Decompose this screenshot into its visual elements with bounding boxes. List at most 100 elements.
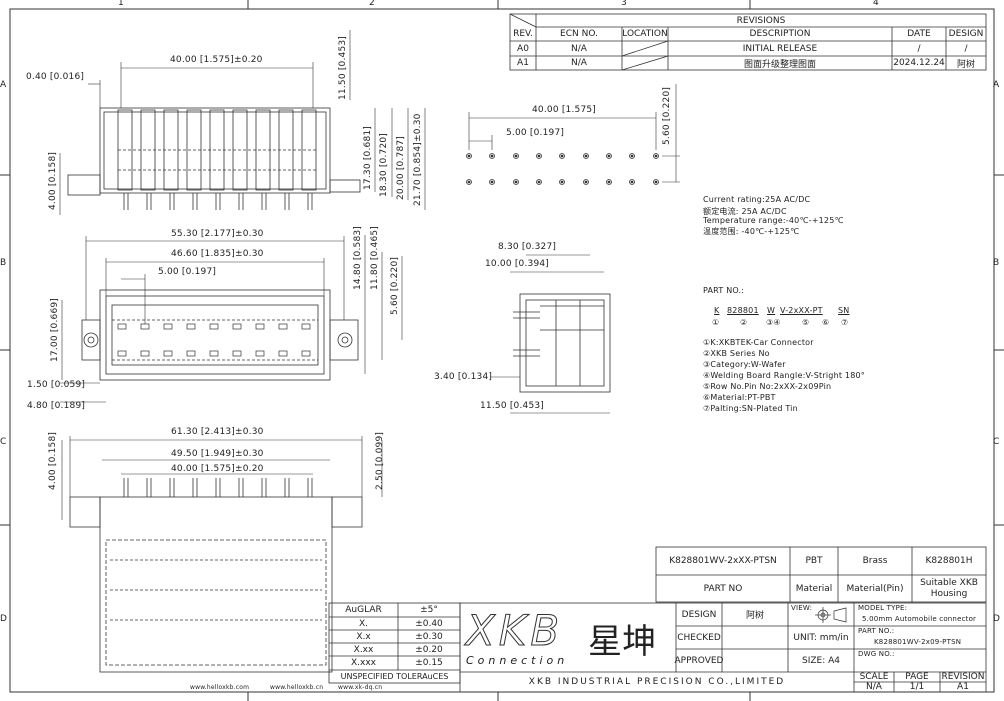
dim-label: 61.30 [2.413]±0.30 xyxy=(171,427,264,437)
row-marker: A xyxy=(0,80,7,90)
bottom-view xyxy=(69,478,363,673)
model-label: MODEL TYPE: xyxy=(858,604,908,612)
dim-label: 18.30 [0.720] xyxy=(379,132,389,197)
row-marker: B xyxy=(993,258,1000,268)
rev-header: DESIGN xyxy=(948,29,984,39)
size-label: SIZE: A4 xyxy=(802,655,840,666)
rev-header: DESCRIPTION xyxy=(749,29,811,39)
dim-label: 5.60 [0.220] xyxy=(662,86,672,145)
part-code: V-2xXX-PT xyxy=(780,306,823,315)
part-code: W xyxy=(767,306,776,315)
view-label: VIEW: xyxy=(791,604,813,612)
material-value: PBT xyxy=(805,556,823,566)
logo-subtitle: Connection xyxy=(466,654,569,667)
footer-link[interactable]: www.helloxkb.cn xyxy=(270,684,324,691)
dim-label: 17.00 [0.669] xyxy=(50,297,60,362)
dim-label: 1.50 [0.059] xyxy=(27,380,86,390)
dim-label: 21.70 [0.854]±0.30 xyxy=(413,113,423,206)
legend-line: ⑥Material:PT-PBT xyxy=(703,393,776,402)
dim-label: 4.00 [0.158] xyxy=(48,431,58,490)
tol-val: ±0.20 xyxy=(415,644,443,655)
legend-line: ④Welding Board Rangle:V-Stright 180° xyxy=(703,371,865,380)
rev-cell: / xyxy=(964,43,968,54)
rev-cell: N/A xyxy=(571,43,587,54)
tol-val: ±5° xyxy=(420,605,438,615)
dim-label: 5.00 [0.197] xyxy=(506,128,565,138)
dim-label: 11.80 [0.465] xyxy=(370,225,380,290)
material-header: Material xyxy=(795,583,833,594)
company-name: XKB INDUSTRIAL PRECISION CO.,LIMITED xyxy=(528,677,786,687)
part-circle: ⑥ xyxy=(822,318,830,327)
part-code: 828801 xyxy=(727,306,759,315)
dim-label: 14.80 [0.583] xyxy=(353,225,363,290)
spec-line: Temperature range:-40℃-+125℃ xyxy=(703,216,844,225)
page-label: PAGE xyxy=(905,672,929,682)
pin-material-value: Brass xyxy=(862,556,888,566)
unit-label: UNIT: mm/in xyxy=(793,632,849,643)
row-marker: C xyxy=(0,437,7,447)
part-circle: ③④ xyxy=(766,318,781,327)
row-marker: C xyxy=(993,437,1000,447)
rev-cell: 2024.12.24 xyxy=(893,58,945,68)
spec-line: 额定电流: 25A AC/DC xyxy=(703,207,787,216)
rev-cell: 图面升级整理图面 xyxy=(743,59,816,70)
partno-value: K828801WV-2x09-PTSN xyxy=(874,638,962,646)
legend-line: ②XKB Series No xyxy=(703,349,770,358)
dim-label: 5.00 [0.197] xyxy=(158,267,217,277)
dim-label: 11.50 [0.453] xyxy=(338,35,348,100)
legend-line: ③Category:W-Wafer xyxy=(703,360,786,369)
rev-header: ECN NO. xyxy=(560,29,598,39)
design-label: DESIGN xyxy=(681,609,717,620)
dwg-label: DWG NO.: xyxy=(858,650,895,658)
material-header: Suitable XKB Housing xyxy=(920,577,978,599)
dim-label: 40.00 [1.575]±0.20 xyxy=(170,55,263,65)
page-value: 1/1 xyxy=(909,682,925,692)
tol-val: ±0.40 xyxy=(415,618,443,629)
company-logo: XKB xyxy=(465,606,564,656)
tol-footer: UNSPECIFIED TOLERAuCES xyxy=(340,672,449,681)
revision-label: REVISION xyxy=(941,672,985,682)
projection-symbol xyxy=(815,607,847,623)
dim-label: 5.60 [0.220] xyxy=(390,256,400,315)
revision-value: A1 xyxy=(957,682,969,692)
spec-line: Current rating:25A AC/DC xyxy=(703,195,811,204)
col-marker: 3 xyxy=(621,0,627,8)
legend-line: ⑤Row No.Pin No:2xXX-2x09Pin xyxy=(703,382,832,391)
legend-line: ①K:XKBTEK-Car Connector xyxy=(703,338,814,347)
part-circle: ⑦ xyxy=(841,318,849,327)
row-marker: B xyxy=(0,258,7,268)
dim-label: 20.00 [0.787] xyxy=(396,135,406,200)
rev-header: REV. xyxy=(513,29,533,39)
company-logo-script: 星坤 xyxy=(588,622,657,662)
tol-key: X.x xyxy=(356,631,371,642)
legend-line: ⑦Palting:SN-Plated Tin xyxy=(703,404,798,413)
part-circle: ① xyxy=(712,318,720,327)
dim-label: 17.30 [0.681] xyxy=(363,125,373,190)
tol-key: X.xxx xyxy=(350,658,376,668)
part-circle: ② xyxy=(740,318,748,327)
designer-name: 阿树 xyxy=(745,611,764,621)
rev-cell: A0 xyxy=(517,43,529,54)
rev-cell: / xyxy=(917,43,921,54)
rev-header: DATE xyxy=(907,29,931,39)
row-marker: A xyxy=(993,80,1000,90)
footer-link[interactable]: www.helloxkb.com xyxy=(190,684,250,691)
rev-cell: INITIAL RELEASE xyxy=(742,43,818,54)
rev-cell: 阿树 xyxy=(956,59,975,70)
dim-label: 2.50 [0.099] xyxy=(375,431,385,490)
scale-value: N/A xyxy=(866,682,882,692)
dim-label: 4.80 [0.189] xyxy=(27,401,86,411)
dim-label: 4.00 [0.158] xyxy=(48,151,58,210)
approved-label: APPROVED xyxy=(674,655,724,666)
revisions-title: REVISIONS xyxy=(736,15,786,26)
rev-cell: A1 xyxy=(517,58,529,68)
top-view xyxy=(67,107,361,210)
tol-key: X. xyxy=(358,618,369,629)
model-value: 5.00mm Automobile connector xyxy=(862,615,977,623)
dim-label: 3.40 [0.134] xyxy=(434,372,493,382)
dim-label: 49.50 [1.949]±0.30 xyxy=(171,449,264,459)
partno-label: PART NO.: xyxy=(858,627,895,635)
dim-label: 40.00 [1.575]±0.20 xyxy=(171,464,264,474)
tol-key: AuGLAR xyxy=(345,605,382,615)
footer-link[interactable]: www.xk-dq.cn xyxy=(338,684,383,691)
